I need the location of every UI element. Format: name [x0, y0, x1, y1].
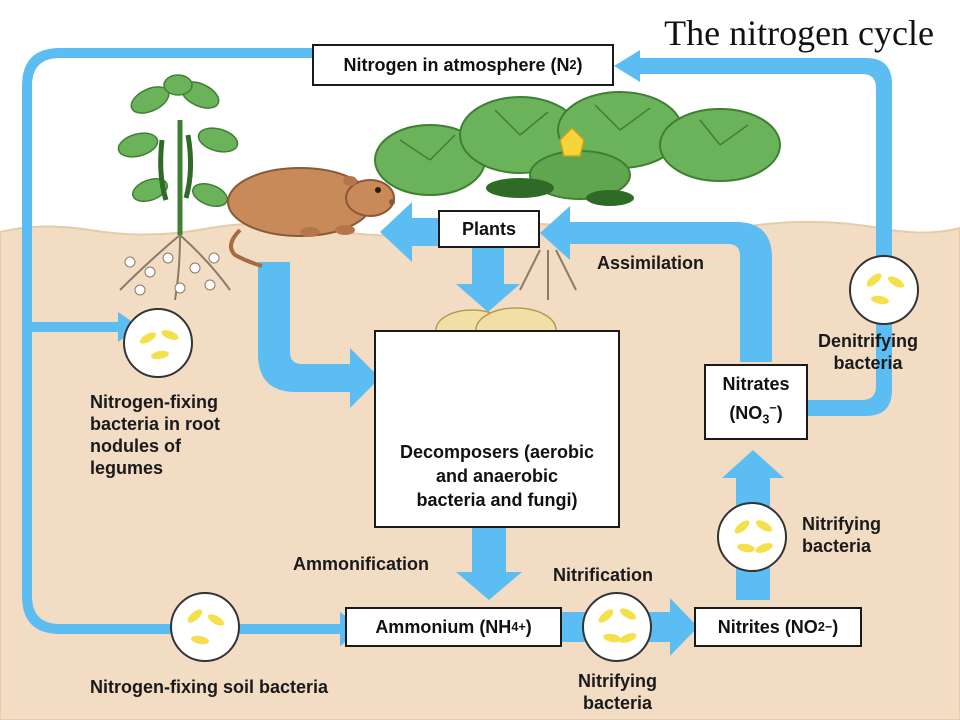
- node-decomposers-line1: Decomposers (aerobic: [399, 442, 595, 462]
- arrowhead-to-atmosphere: [614, 50, 640, 82]
- label-ammonification: Ammonification: [293, 554, 430, 574]
- arrowhead-to-decomposers: [350, 348, 380, 408]
- node-ammonium-sub: 4: [511, 620, 519, 634]
- label-fixing-root-line4: legumes: [90, 458, 164, 478]
- node-ammonium-close: ): [525, 616, 532, 637]
- node-plants: Plants: [438, 210, 540, 248]
- label-nitrifying-right-line1: Nitrifying: [802, 514, 881, 534]
- arrowhead-to-nitrites: [670, 598, 698, 656]
- label-fixing-root-line1: Nitrogen-fixing: [90, 392, 218, 412]
- animal-illustration: [227, 167, 395, 268]
- node-plants-text: Plants: [461, 218, 517, 239]
- node-decomposers-line2: and anaerobic: [435, 466, 559, 486]
- node-nitrates-sup: −: [769, 401, 777, 416]
- diagram-title: The nitrogen cycle: [664, 13, 934, 53]
- node-nitrites-close: ): [832, 616, 839, 637]
- arrowhead-to-plants: [540, 206, 570, 260]
- squash-plant-illustration: [374, 91, 781, 300]
- bacteria-soil-icon: [170, 592, 240, 662]
- arrow-ammonification: [472, 528, 506, 576]
- arrowhead-to-animal: [380, 202, 412, 262]
- bacteria-root-nodules-icon: [123, 308, 193, 378]
- node-decomposers: Decomposers (aerobic and anaerobic bacte…: [374, 330, 620, 528]
- arrow-assimilation: [566, 222, 772, 362]
- label-nitrifying-right-line2: bacteria: [802, 536, 872, 556]
- arrowhead-plants-decomposers: [456, 284, 520, 312]
- node-nitrates-line1: Nitrates: [722, 374, 790, 395]
- node-atmosphere-close: ): [576, 54, 583, 75]
- arrow-plants-to-decomposers: [472, 248, 504, 288]
- label-nitrogen-fixing-root: Nitrogen-fixing bacteria in root nodules…: [90, 391, 220, 479]
- label-nitrification: Nitrification: [553, 565, 654, 585]
- node-nitrites-sub: 2: [817, 620, 825, 634]
- label-denitrifying-bacteria: Denitrifying bacteria: [818, 330, 918, 374]
- bacteria-nitrifying-right-icon: [717, 502, 787, 572]
- arrowhead-to-ammonium: [456, 572, 522, 600]
- label-fixing-root-line3: nodules of: [90, 436, 181, 456]
- label-nitrogen-fixing-soil: Nitrogen-fixing soil bacteria: [90, 677, 329, 697]
- label-denitrifying-line1: Denitrifying: [818, 331, 919, 351]
- label-nitrifying-bacteria-right: Nitrifying bacteria: [802, 513, 881, 557]
- node-nitrates-text: (NO: [729, 403, 763, 424]
- label-fixing-root-line2: bacteria in root: [90, 414, 221, 434]
- node-atmosphere-text: Nitrogen in atmosphere (N: [343, 54, 570, 75]
- arrow-animal-to-decomposers: [258, 262, 352, 392]
- node-ammonium-sup: +: [518, 620, 526, 634]
- label-assimilation: Assimilation: [597, 253, 705, 273]
- arrow-plants-to-animal: [410, 218, 440, 246]
- label-nitrifying-bottom-line1: Nitrifying: [578, 671, 657, 691]
- arrow-branch-root-nodules: [32, 322, 122, 332]
- arrowhead-to-nitrates: [722, 450, 784, 478]
- node-nitrites-sup: −: [824, 620, 833, 634]
- label-nitrifying-bottom-line2: bacteria: [582, 693, 653, 713]
- node-nitrates-sub: 3: [762, 412, 770, 427]
- label-nitrifying-bacteria-bottom: Nitrifying bacteria: [578, 670, 657, 714]
- bacteria-denitrifying-icon: [849, 255, 919, 325]
- node-decomposers-line3: bacteria and fungi): [416, 490, 578, 510]
- legume-plant-illustration: [117, 74, 239, 301]
- node-atmosphere-sub: 2: [569, 58, 577, 72]
- bacteria-nitrifying-bottom-icon: [582, 592, 652, 662]
- label-denitrifying-line2: bacteria: [833, 353, 903, 373]
- node-nitrates-close: ): [776, 403, 783, 424]
- node-ammonium-text: Ammonium (NH: [375, 616, 512, 637]
- node-nitrites-text: Nitrites (NO: [717, 616, 818, 637]
- node-nitrates: Nitrates (NO3−): [704, 364, 808, 440]
